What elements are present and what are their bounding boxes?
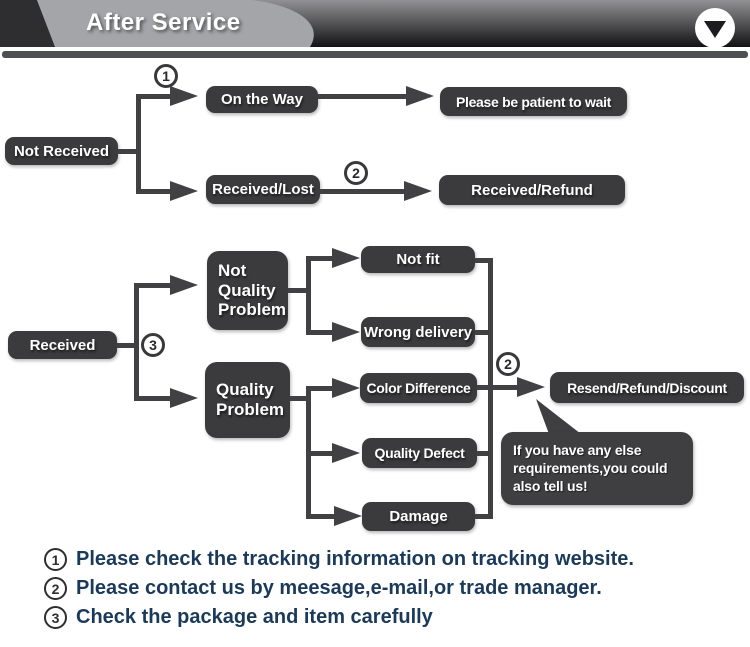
connector-line <box>136 94 172 99</box>
connector-line <box>475 258 493 263</box>
arrow-right-icon <box>404 181 432 201</box>
connector-line <box>134 283 139 400</box>
connector-line <box>306 386 336 391</box>
chevron-down-icon <box>704 21 726 38</box>
connector-line <box>134 396 172 401</box>
connector-line <box>306 451 336 456</box>
footnote-3: 3 Check the package and item carefully <box>44 606 433 629</box>
flow-node-not-received: Not Received <box>5 137 118 165</box>
footnote-3-badge: 3 <box>44 606 67 629</box>
flow-node-received-lost: Received/Lost <box>206 175 320 204</box>
footnote-1-badge: 1 <box>44 548 67 571</box>
flow-node-on-the-way: On the Way <box>206 86 318 113</box>
footnote-2-badge: 2 <box>44 577 67 600</box>
flow-node-damage: Damage <box>362 502 475 531</box>
flow-node-received-refund: Received/Refund <box>439 175 625 205</box>
badge-2: 2 <box>496 352 520 376</box>
footnote-1-text: Please check the tracking information on… <box>76 548 634 570</box>
connector-line <box>306 256 336 261</box>
header-corner-triangle <box>0 0 55 47</box>
flow-node-quality-defect: Quality Defect <box>362 438 477 468</box>
connector-line <box>290 396 310 401</box>
arrow-right-icon <box>170 275 198 295</box>
connector-line <box>117 343 138 348</box>
connector-line <box>306 514 338 519</box>
flow-node-be-patient: Please be patient to wait <box>440 87 627 116</box>
arrow-right-icon <box>170 388 198 408</box>
footnote-2-text: Please contact us by meesage,e-mail,or t… <box>76 577 602 599</box>
badge-3: 3 <box>141 333 165 357</box>
arrow-right-icon <box>170 86 198 106</box>
flow-node-wrong-delivery: Wrong delivery <box>361 317 475 347</box>
connector-line <box>136 189 172 194</box>
connector-line <box>477 385 519 390</box>
flow-node-resend-refund-discount: Resend/Refund/Discount <box>550 372 744 403</box>
footnote-2: 2 Please contact us by meesage,e-mail,or… <box>44 577 602 600</box>
connector-line <box>306 256 311 334</box>
speech-bubble: If you have any else requirements,you co… <box>501 432 693 505</box>
header-banner <box>0 0 750 47</box>
page-title: After Service <box>86 9 241 36</box>
flow-node-color-difference: Color Difference <box>360 373 477 403</box>
connector-line <box>306 330 336 335</box>
flow-node-quality-problem: Quality Problem <box>205 362 290 438</box>
arrow-right-icon <box>332 378 360 398</box>
arrow-right-icon <box>517 377 545 397</box>
flow-node-not-quality-problem: Not Quality Problem <box>207 251 288 330</box>
arrow-right-icon <box>170 181 198 201</box>
arrow-right-icon <box>334 506 362 526</box>
connector-line <box>475 330 493 335</box>
badge-1: 1 <box>154 64 178 88</box>
connector-line <box>118 149 140 154</box>
arrow-right-icon <box>332 248 360 268</box>
speech-bubble-tail <box>536 399 581 434</box>
flow-node-received: Received <box>8 331 117 359</box>
connector-line <box>288 288 310 293</box>
footnote-1: 1 Please check the tracking information … <box>44 548 634 571</box>
connector-line <box>318 94 408 99</box>
header-swoosh <box>37 0 314 47</box>
expand-button[interactable] <box>695 8 735 48</box>
connector-line <box>134 283 172 288</box>
footnote-3-text: Check the package and item carefully <box>76 606 433 628</box>
arrow-right-icon <box>332 322 360 342</box>
connector-line <box>320 189 406 194</box>
connector-line <box>477 451 491 456</box>
connector-line <box>475 514 491 519</box>
header-shadow-strip <box>2 51 748 58</box>
arrow-right-icon <box>332 443 360 463</box>
arrow-right-icon <box>406 86 434 106</box>
badge-2: 2 <box>344 161 368 185</box>
flow-node-not-fit: Not fit <box>361 246 475 273</box>
connector-line <box>136 94 141 194</box>
